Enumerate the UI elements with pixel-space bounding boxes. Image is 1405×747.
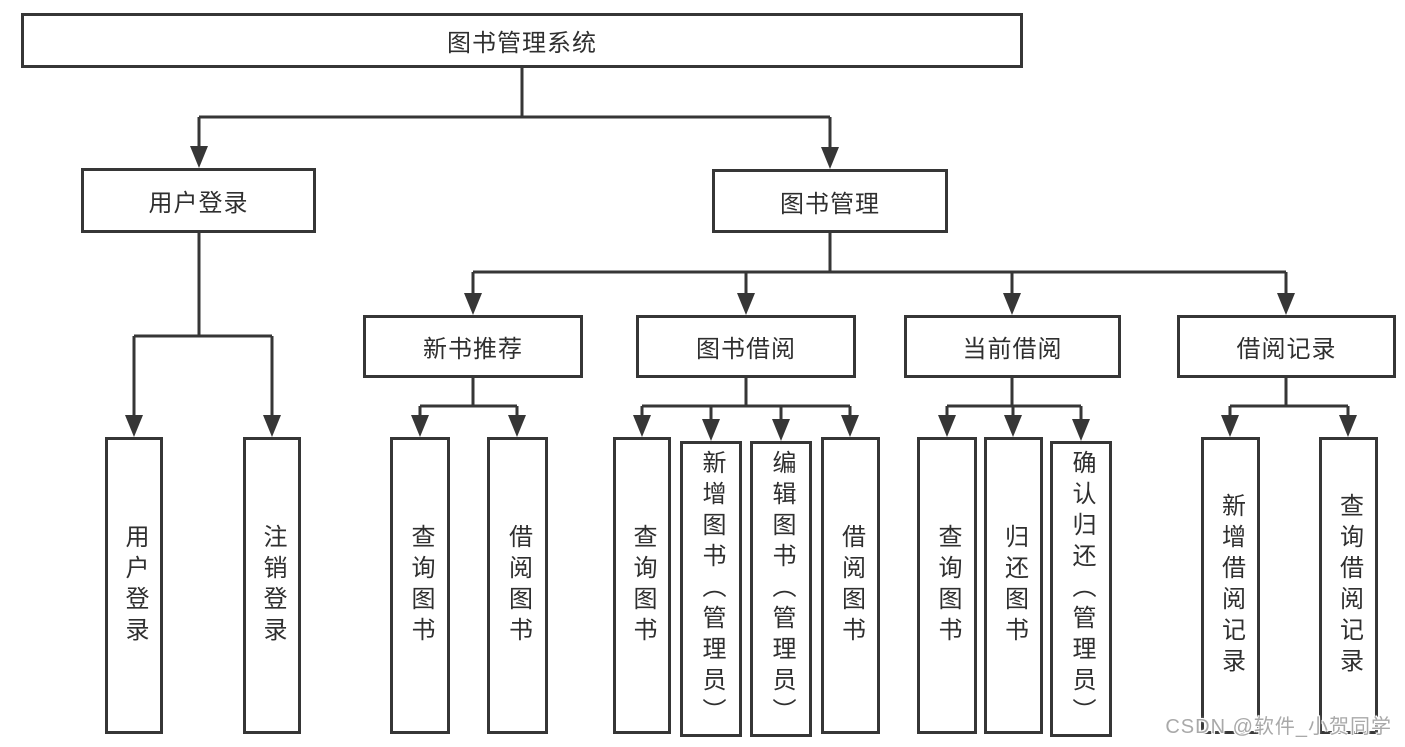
node-new-book-recommend: 新书推荐 — [363, 315, 583, 378]
leaf-borrow-books: 借阅图书 — [821, 437, 880, 734]
leaf-add-books-admin: 新增图书（管理员） — [680, 441, 742, 737]
node-current-borrow: 当前借阅 — [904, 315, 1121, 378]
node-book-borrow: 图书借阅 — [636, 315, 856, 378]
node-user-login: 用户登录 — [81, 168, 316, 233]
connector-user-login-to-leaves — [125, 233, 281, 437]
connector-borrow-records-to-leaves — [1221, 378, 1357, 437]
leaf-borrow-books-recommend: 借阅图书 — [487, 437, 548, 734]
connector-book-borrow-to-leaves — [633, 378, 859, 441]
connector-new-book-recommend-to-leaves — [411, 378, 526, 437]
leaf-edit-books-admin: 编辑图书（管理员） — [750, 441, 812, 737]
connector-root-to-branches — [190, 68, 839, 169]
connector-book-management-to-modules — [464, 233, 1295, 315]
leaf-add-borrow-record: 新增借阅记录 — [1201, 437, 1260, 734]
node-book-management: 图书管理 — [712, 169, 948, 233]
leaf-user-login: 用户登录 — [105, 437, 163, 734]
connector-current-borrow-to-leaves — [938, 378, 1090, 441]
leaf-return-books: 归还图书 — [984, 437, 1043, 734]
node-library-management-system: 图书管理系统 — [21, 13, 1023, 68]
csdn-watermark: CSDN @软件_小贺同学 — [1165, 716, 1392, 738]
leaf-query-borrow-record: 查询借阅记录 — [1319, 437, 1378, 734]
leaf-query-books-borrow: 查询图书 — [613, 437, 671, 734]
leaf-query-books-current: 查询图书 — [917, 437, 977, 734]
node-borrow-records: 借阅记录 — [1177, 315, 1396, 378]
leaf-confirm-return-admin: 确认归还（管理员） — [1050, 441, 1112, 737]
leaf-logout: 注销登录 — [243, 437, 301, 734]
leaf-query-books-recommend: 查询图书 — [390, 437, 450, 734]
